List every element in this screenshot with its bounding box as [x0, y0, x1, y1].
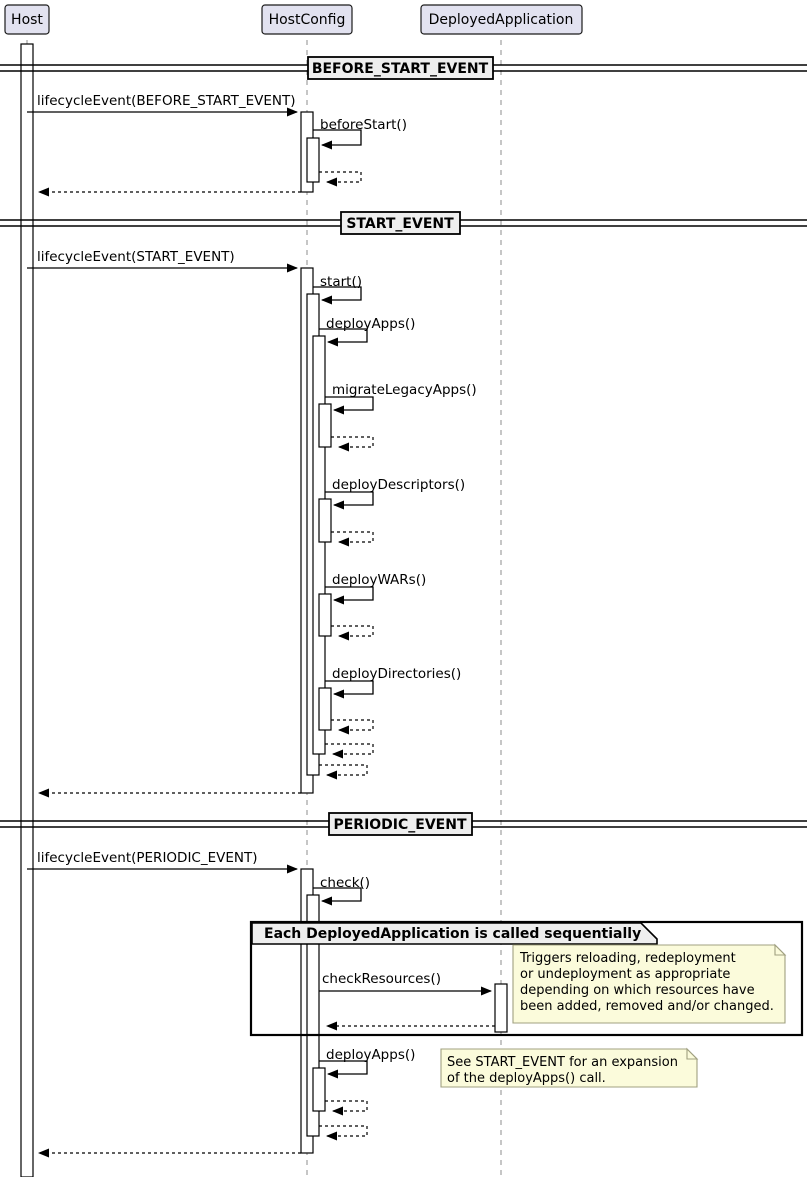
note-line: See START_EVENT for an expansion	[447, 1055, 678, 1070]
message-check-self: check()	[313, 875, 370, 906]
message-lifecycleevent-start: lifecycleEvent(START_EVENT)	[27, 249, 298, 273]
activation-bar-hostconfig-deployapps-periodic	[312, 1067, 326, 1112]
divider-label-box	[340, 211, 461, 235]
group-each-deployedapplication: Each DeployedApplication is called seque…	[249, 920, 804, 1037]
message-deploydescriptors-self: deployDescriptors()	[325, 477, 465, 510]
message-deployapps-self: deployApps()	[319, 316, 415, 347]
group-label: Each DeployedApplication is called seque…	[264, 926, 641, 942]
activation-bar-hostconfig-deploydescriptors	[318, 498, 332, 543]
note-fold-corner	[774, 943, 787, 956]
message-beforestart-self-return	[319, 171, 362, 187]
message-arrow	[325, 396, 374, 415]
message-arrow	[319, 1060, 368, 1079]
activation-bar-hostconfig-deploydirectories	[318, 687, 332, 731]
participant-box[interactable]	[4, 4, 50, 35]
activation-bar-host	[20, 43, 34, 1177]
divider-label: START_EVENT	[346, 216, 454, 232]
message-arrow	[319, 764, 368, 780]
message-arrow	[325, 680, 374, 699]
activation-bars-group	[20, 43, 508, 1177]
message-arrow	[325, 586, 374, 605]
divider-before-start-event: BEFORE_START_EVENT	[0, 56, 807, 80]
message-checkresources: checkResources()	[319, 971, 492, 996]
participant-hostconfig[interactable]: HostConfig	[261, 4, 353, 35]
message-arrow	[325, 491, 374, 510]
divider-label-box	[307, 56, 494, 80]
group-tab-shape	[251, 922, 658, 945]
message-label: deployWARs()	[332, 572, 426, 588]
divider-label: PERIODIC_EVENT	[333, 817, 466, 833]
participant-label: DeployedApplication	[429, 12, 574, 28]
note-shape	[512, 944, 786, 1024]
message-arrow	[331, 625, 374, 641]
divider-label-box	[328, 812, 473, 836]
message-label: checkResources()	[322, 971, 441, 987]
note-checkresources: Triggers reloading, redeployment or unde…	[512, 943, 787, 1024]
message-label: lifecycleEvent(BEFORE_START_EVENT)	[37, 93, 296, 109]
message-arrow	[325, 743, 374, 759]
participant-box[interactable]	[261, 4, 353, 35]
message-deployapps-return	[325, 743, 374, 759]
message-deploydescriptors-return	[331, 531, 374, 547]
message-deploydirectories-self: deployDirectories()	[325, 666, 461, 699]
divider-start-event: START_EVENT	[0, 211, 807, 235]
message-start-self: start()	[313, 274, 362, 305]
message-deploywars-return	[331, 625, 374, 641]
divider-periodic-event: PERIODIC_EVENT	[0, 812, 807, 836]
message-label: check()	[320, 875, 370, 891]
group-frame	[249, 920, 804, 1037]
message-lifecycleevent-before-start: lifecycleEvent(BEFORE_START_EVENT)	[27, 93, 298, 117]
note-deployapps: See START_EVENT for an expansion of the …	[440, 1047, 699, 1088]
message-arrow	[331, 719, 374, 735]
message-arrow	[313, 129, 362, 150]
note-line: of the deployApps() call.	[447, 1071, 606, 1086]
message-arrow	[319, 328, 368, 347]
message-arrow	[331, 531, 374, 547]
message-arrow	[325, 1100, 368, 1116]
message-deploydirectories-return	[331, 719, 374, 735]
message-arrow	[313, 286, 362, 305]
message-deployapps-periodic-self: deployApps()	[319, 1047, 415, 1079]
message-label: deployApps()	[326, 1047, 415, 1063]
activation-bar-deployedapplication-checkresources	[494, 983, 508, 1033]
message-lifecycleevent-periodic: lifecycleEvent(PERIODIC_EVENT)	[27, 850, 298, 874]
note-line: been added, removed and/or changed.	[520, 999, 774, 1014]
participant-label: HostConfig	[269, 12, 346, 28]
message-label: lifecycleEvent(START_EVENT)	[37, 249, 235, 265]
message-arrow	[319, 1125, 368, 1141]
message-deployapps-periodic-return	[325, 1100, 368, 1116]
activation-bar-hostconfig-beforestart-inner	[306, 137, 320, 183]
note-shape	[440, 1048, 698, 1088]
activation-bar-hostconfig-migratelegacyapps	[318, 403, 332, 448]
message-label: start()	[320, 274, 362, 290]
message-arrow	[331, 436, 374, 452]
activation-bar-hostconfig-deploywars	[318, 593, 332, 637]
message-beforestart-self: beforeStart()	[313, 117, 407, 150]
message-migratelegacyapps-return	[331, 436, 374, 452]
participant-box[interactable]	[420, 4, 583, 35]
note-line: depending on which resources have	[520, 983, 755, 998]
message-migratelegacyapps-self: migrateLegacyApps()	[325, 382, 477, 415]
note-line: Triggers reloading, redeployment	[519, 951, 736, 966]
message-label: deployDirectories()	[332, 666, 461, 682]
message-deploywars-self: deployWARs()	[325, 572, 426, 605]
message-label: deployApps()	[326, 316, 415, 332]
message-label: deployDescriptors()	[332, 477, 465, 493]
message-label: lifecycleEvent(PERIODIC_EVENT)	[37, 850, 258, 866]
divider-label: BEFORE_START_EVENT	[312, 61, 489, 77]
participant-label: Host	[11, 12, 43, 28]
participant-deployedapplication[interactable]: DeployedApplication	[420, 4, 583, 35]
message-start-return	[319, 764, 368, 780]
message-label: migrateLegacyApps()	[332, 382, 477, 398]
note-fold-corner	[686, 1047, 699, 1060]
note-line: or undeployment as appropriate	[520, 967, 730, 982]
message-arrow	[313, 887, 362, 906]
participant-host[interactable]: Host	[4, 4, 50, 35]
message-arrow	[319, 171, 362, 187]
message-label: beforeStart()	[320, 117, 407, 133]
message-check-return	[319, 1125, 368, 1141]
